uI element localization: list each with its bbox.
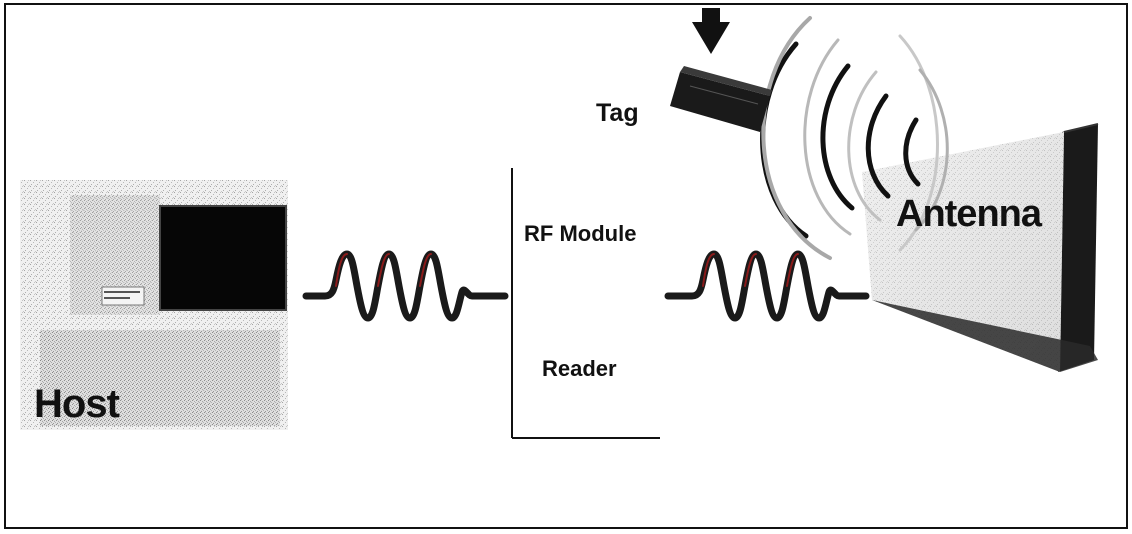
reader-antenna-signal-wave <box>664 250 870 322</box>
host-reader-signal-wave <box>302 250 509 322</box>
antenna-panel-icon <box>862 123 1099 372</box>
wave-highlight <box>335 253 432 287</box>
antenna-label: Antenna <box>896 193 1042 235</box>
tag-label: Tag <box>596 99 639 127</box>
down-arrow-icon <box>692 8 730 54</box>
host-label: Host <box>34 382 120 426</box>
reader-bracket <box>511 168 660 439</box>
host-computer-icon <box>20 180 288 430</box>
radio-waves-icon <box>760 16 949 260</box>
reader-label: Reader <box>542 356 617 381</box>
monitor-icon <box>159 205 287 311</box>
wave-highlight <box>702 253 799 287</box>
rf-module-label: RF Module <box>524 221 637 246</box>
rfid-tag-icon <box>670 66 772 132</box>
